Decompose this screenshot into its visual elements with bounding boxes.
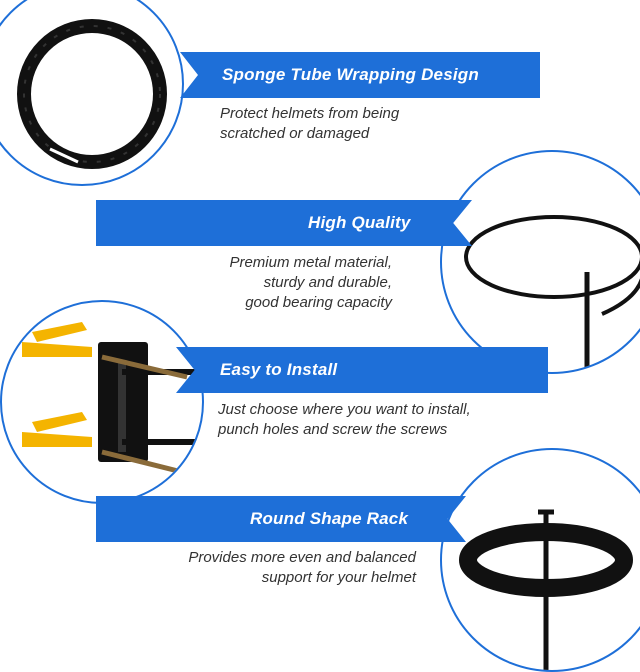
feature-desc-4-line-2: support for your helmet (261, 569, 416, 586)
feature-desc-1-line-2: scratched or damaged (220, 125, 370, 142)
round-rack-icon (459, 509, 633, 670)
wall-mount-screws-icon (22, 322, 197, 475)
feature-title-3: Easy to Install (220, 360, 338, 379)
feature-desc-2-line-3: good bearing capacity (245, 294, 392, 311)
feature-desc-4: Provides more even and balanced support … (188, 548, 416, 588)
feature-desc-1-line-1: Protect helmets from being (220, 105, 400, 122)
feature-desc-3-line-1: Just choose where you want to install, (218, 401, 471, 418)
feature-desc-4-line-1: Provides more even and balanced (188, 549, 416, 566)
sponge-ring-icon (17, 19, 167, 169)
feature-banner-1 (180, 52, 540, 98)
feature-desc-2-line-2: sturdy and durable, (263, 274, 392, 291)
feature-title-1: Sponge Tube Wrapping Design (222, 65, 479, 84)
metal-hook-image (440, 150, 640, 374)
feature-title-4: Round Shape Rack (250, 509, 409, 528)
feature-title-2: High Quality (308, 213, 411, 232)
metal-hook-icon (464, 215, 640, 372)
wall-mount-image (0, 300, 204, 504)
feature-desc-2: Premium metal material, sturdy and durab… (229, 253, 392, 313)
feature-desc-1: Protect helmets from being scratched or … (220, 104, 399, 144)
round-rack-image (440, 448, 640, 672)
feature-desc-2-line-1: Premium metal material, (229, 254, 392, 271)
feature-banner-4 (96, 496, 466, 542)
sponge-ring-image (0, 0, 184, 186)
feature-desc-3: Just choose where you want to install, p… (218, 400, 471, 440)
feature-banner-2 (96, 200, 472, 246)
feature-banner-3 (176, 347, 548, 393)
feature-desc-3-line-2: punch holes and screw the screws (218, 421, 448, 438)
